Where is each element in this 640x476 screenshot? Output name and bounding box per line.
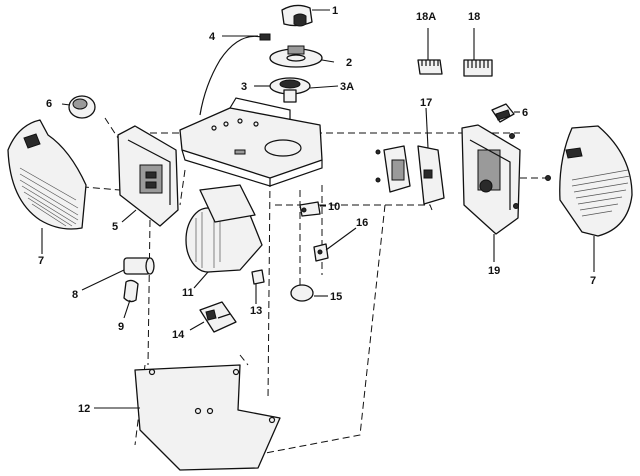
part-10-switch — [299, 201, 321, 217]
part-7-left-cover — [7, 119, 87, 230]
callout-18: 18 — [468, 11, 480, 23]
callout-7-left: 7 — [38, 255, 44, 267]
callout-1: 1 — [332, 5, 338, 17]
part-3-sprocket — [269, 77, 311, 103]
part-12-cover-plate — [134, 364, 281, 471]
part-5-left-end-panel — [117, 125, 179, 227]
part-11-motor — [185, 184, 263, 273]
callout-3a: 3A — [340, 81, 354, 93]
callout-10: 10 — [328, 201, 340, 213]
part-8-capacitor — [123, 257, 155, 275]
part-17-logic-board — [383, 145, 445, 205]
part-4-wire — [199, 33, 271, 116]
part-7-right-cover — [559, 125, 633, 237]
callout-19: 19 — [488, 265, 500, 277]
part-6-right-socket — [491, 103, 515, 123]
callout-labels: 1 2 3 3A 4 5 6 6 7 7 8 9 10 11 12 13 14 … — [38, 5, 596, 415]
callout-3: 3 — [241, 81, 247, 93]
part-9-bracket — [123, 279, 139, 303]
callout-14: 14 — [172, 329, 185, 341]
part-18a-connector — [417, 59, 443, 75]
callout-17: 17 — [420, 97, 432, 109]
leader-lines — [41, 9, 595, 409]
callout-16: 16 — [356, 217, 368, 229]
part-15-disc — [290, 284, 314, 302]
part-1-cap — [281, 4, 313, 27]
part-6-left-socket — [68, 95, 96, 119]
chassis-frame — [179, 97, 323, 187]
part-16-terminal — [313, 243, 329, 262]
callout-8: 8 — [72, 289, 78, 301]
part-13-sensor — [251, 269, 265, 285]
callout-4: 4 — [209, 31, 216, 43]
callout-6-left: 6 — [46, 98, 52, 110]
callout-7-right: 7 — [590, 275, 596, 287]
part-2-disk — [269, 45, 323, 68]
part-14-travel-module — [199, 301, 237, 333]
screws — [375, 133, 551, 209]
callout-13: 13 — [250, 305, 262, 317]
part-19-right-end-panel — [461, 124, 521, 235]
callout-2: 2 — [346, 57, 352, 69]
callout-18a: 18A — [416, 11, 436, 23]
callout-12: 12 — [78, 403, 90, 415]
callout-6-right: 6 — [522, 107, 528, 119]
callout-9: 9 — [118, 321, 124, 333]
callout-11: 11 — [182, 287, 194, 299]
part-18-connector — [463, 59, 493, 77]
callout-5: 5 — [112, 221, 118, 233]
callout-15: 15 — [330, 291, 342, 303]
